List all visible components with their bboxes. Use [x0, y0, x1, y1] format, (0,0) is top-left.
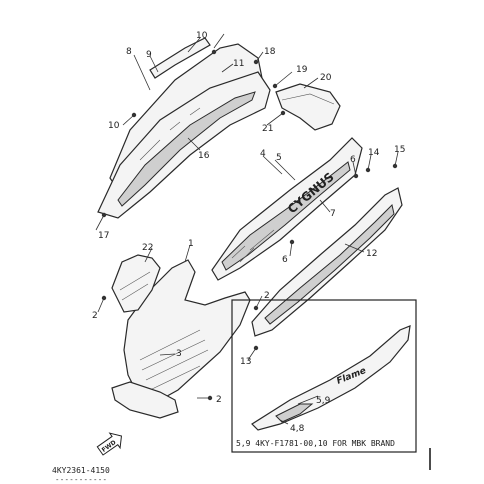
callout-14: 14	[368, 148, 380, 158]
side-cover-hatch	[231, 229, 275, 263]
callout-16: 16	[198, 151, 210, 161]
callout-18: 18	[264, 47, 276, 57]
callout-15: 15	[394, 145, 405, 155]
callout-10-top: 10	[196, 31, 208, 41]
footer-small: - - - - - - - - - - -	[56, 476, 107, 484]
callout-5: 5	[276, 153, 282, 163]
rear-tail-cover	[275, 83, 341, 131]
callout-20: 20	[320, 73, 332, 83]
fwd-arrow-icon: FWD	[96, 432, 123, 456]
callout-22: 22	[142, 243, 153, 253]
upper-hatching	[139, 107, 201, 161]
diagram-code: 4KY2361-4150	[52, 466, 110, 475]
stripe-emblem	[149, 37, 211, 79]
callout-2-bottom: 2	[216, 395, 222, 405]
callout-6-mid: 6	[282, 255, 288, 265]
rear-tail-cover-edge	[281, 93, 335, 105]
front-cover-grille	[139, 329, 209, 391]
callout-13: 13	[240, 357, 251, 367]
callout-4: 4	[260, 149, 266, 159]
callout-19: 19	[296, 65, 308, 75]
inset-side-cover	[251, 325, 411, 431]
callout-1: 1	[188, 239, 194, 249]
callout-11: 11	[233, 59, 244, 69]
callout-12: 12	[366, 249, 377, 259]
inset-label-5-9: 5,9	[316, 396, 331, 406]
inset-note: 5,9 4KY-F1781-00,10 FOR MBK BRAND	[236, 439, 395, 448]
upper-cover-stripe	[117, 91, 256, 207]
callout-6-right: 6	[350, 155, 356, 165]
leader-lines	[95, 33, 399, 399]
inner-cover-hatch	[119, 271, 151, 301]
callout-2-left: 2	[92, 311, 98, 321]
screws	[101, 49, 398, 401]
side-cover-right-inner	[264, 204, 395, 325]
fwd-label: FWD	[101, 439, 118, 454]
callout-9: 9	[146, 50, 152, 60]
callout-2-mid: 2	[264, 291, 270, 301]
callout-3: 3	[176, 349, 182, 359]
callout-21: 21	[262, 124, 273, 134]
inner-cover	[111, 254, 161, 313]
inset-side-cover-emblem	[275, 403, 314, 423]
inset-label-4-8: 4,8	[290, 424, 305, 434]
callout-7: 7	[330, 209, 336, 219]
callout-17: 17	[98, 231, 109, 241]
callout-10-left: 10	[108, 121, 120, 131]
callout-8: 8	[126, 47, 132, 57]
lower-front-piece	[111, 381, 179, 419]
side-cover-left-inner	[221, 161, 351, 271]
callout-numbers: 8 9 10 10 11 18 19 20 21 16 17 4 5 6 14 …	[92, 31, 405, 405]
